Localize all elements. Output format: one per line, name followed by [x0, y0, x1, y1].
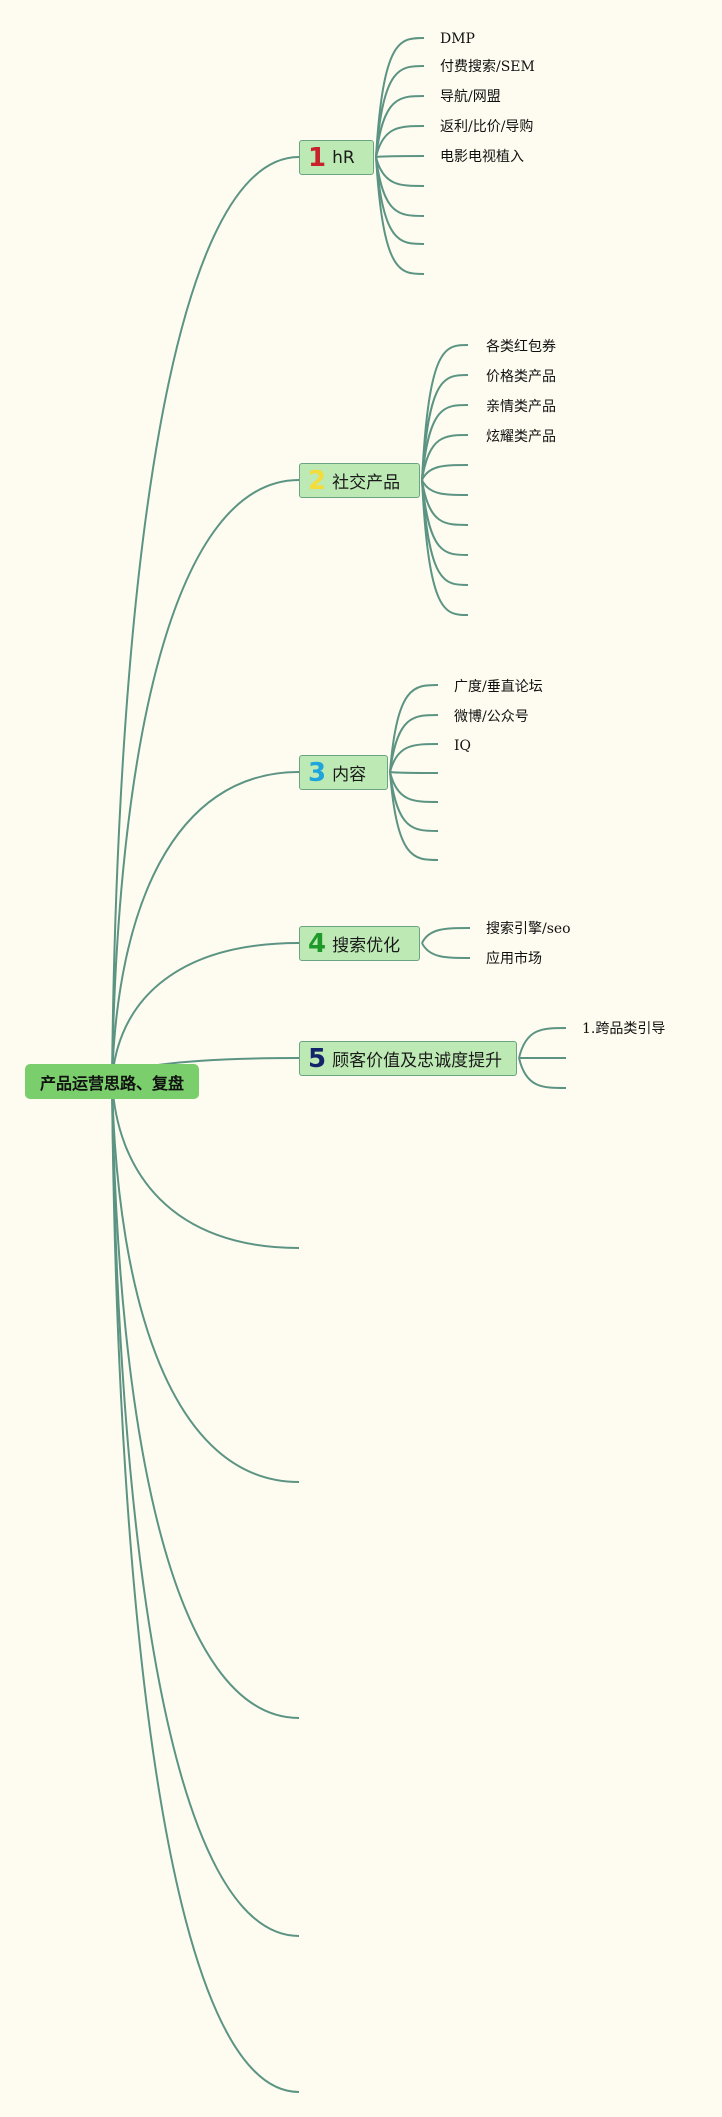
branch2-link-1: [421, 344, 469, 481]
branch1-link-6: [375, 156, 425, 187]
branch-node-5[interactable]: 5 顾客价值及忠诚度提升: [299, 1041, 517, 1076]
branch2-link-7: [421, 479, 469, 526]
leaf-rebate[interactable]: 返利/比价/导购: [440, 119, 534, 135]
branch3-link-5: [389, 771, 439, 803]
branch1-link-2: [375, 65, 425, 158]
branch3-link-7: [389, 771, 439, 861]
leaf-navigation[interactable]: 导航/网盟: [440, 89, 501, 105]
branch-label-5: 顾客价值及忠诚度提升: [332, 1051, 503, 1071]
branch-label-4: 搜索优化: [332, 936, 401, 956]
branch3-link-4: [389, 771, 439, 774]
root-link-1: [111, 156, 300, 1082]
leaf-family-products[interactable]: 亲情类产品: [486, 399, 556, 415]
root-link-4: [111, 942, 300, 1082]
branch3-link-1: [389, 684, 439, 773]
leaf-cross-category[interactable]: 1.跨品类引导: [582, 1021, 666, 1037]
branch-label-3: 内容: [332, 765, 367, 785]
branch4-link-2: [421, 942, 471, 959]
branch3-link-2: [389, 714, 439, 773]
branch-number-4: 4: [308, 928, 327, 959]
branch1-link-8: [375, 156, 425, 245]
branch1-link-3: [375, 95, 425, 158]
branch1-link-1: [375, 37, 425, 158]
branch2-link-4: [421, 434, 469, 481]
leaf-forums[interactable]: 广度/垂直论坛: [454, 679, 543, 695]
root-link-3: [111, 771, 300, 1082]
branch-number-1: 1: [308, 142, 327, 173]
root-link-9: [111, 1080, 300, 1937]
leaf-coupons[interactable]: 各类红包券: [486, 339, 556, 355]
branch-number-3: 3: [308, 757, 327, 788]
branch1-link-5: [375, 155, 425, 158]
branch3-link-6: [389, 771, 439, 832]
branch2-link-6: [421, 479, 469, 496]
branch5-link-3: [518, 1057, 567, 1089]
branch2-link-5: [421, 464, 469, 481]
leaf-dmp[interactable]: DMP: [440, 31, 475, 47]
leaf-seo[interactable]: 搜索引擎/seo: [486, 921, 571, 937]
root-node[interactable]: 产品运营思路、复盘: [25, 1064, 199, 1099]
branch1-link-7: [375, 156, 425, 217]
branch-number-5: 5: [308, 1043, 327, 1074]
leaf-app-market[interactable]: 应用市场: [486, 951, 542, 967]
branch-label-2: 社交产品: [332, 473, 401, 493]
branch1-link-4: [375, 125, 425, 158]
branch-node-4[interactable]: 4 搜索优化: [299, 926, 420, 961]
leaf-weibo[interactable]: 微博/公众号: [454, 709, 529, 725]
branch2-link-3: [421, 404, 469, 481]
branch-label-1: hR: [332, 147, 355, 168]
root-link-7: [111, 1080, 300, 1483]
leaf-showoff-products[interactable]: 炫耀类产品: [486, 429, 556, 445]
branch-node-1[interactable]: 1 hR: [299, 140, 374, 175]
branch3-link-3: [389, 743, 439, 773]
leaf-price-products[interactable]: 价格类产品: [486, 369, 556, 385]
leaf-iq[interactable]: IQ: [454, 738, 472, 754]
root-link-10: [111, 1080, 300, 2093]
branch1-link-9: [375, 156, 425, 275]
branch2-link-10: [421, 479, 469, 616]
branch-number-2: 2: [308, 465, 327, 496]
root-link-8: [111, 1080, 300, 1719]
leaf-product-placement[interactable]: 电影电视植入: [440, 149, 524, 165]
branch5-link-1: [518, 1027, 567, 1059]
root-link-6: [111, 1080, 300, 1249]
leaf-paid-search[interactable]: 付费搜索/SEM: [440, 59, 535, 75]
branch-node-2[interactable]: 2 社交产品: [299, 463, 420, 498]
root-link-2: [111, 479, 300, 1082]
branch2-link-2: [421, 374, 469, 481]
root-label: 产品运营思路、复盘: [39, 1073, 184, 1093]
branch4-link-1: [421, 927, 471, 944]
branch-node-3[interactable]: 3 内容: [299, 755, 388, 790]
